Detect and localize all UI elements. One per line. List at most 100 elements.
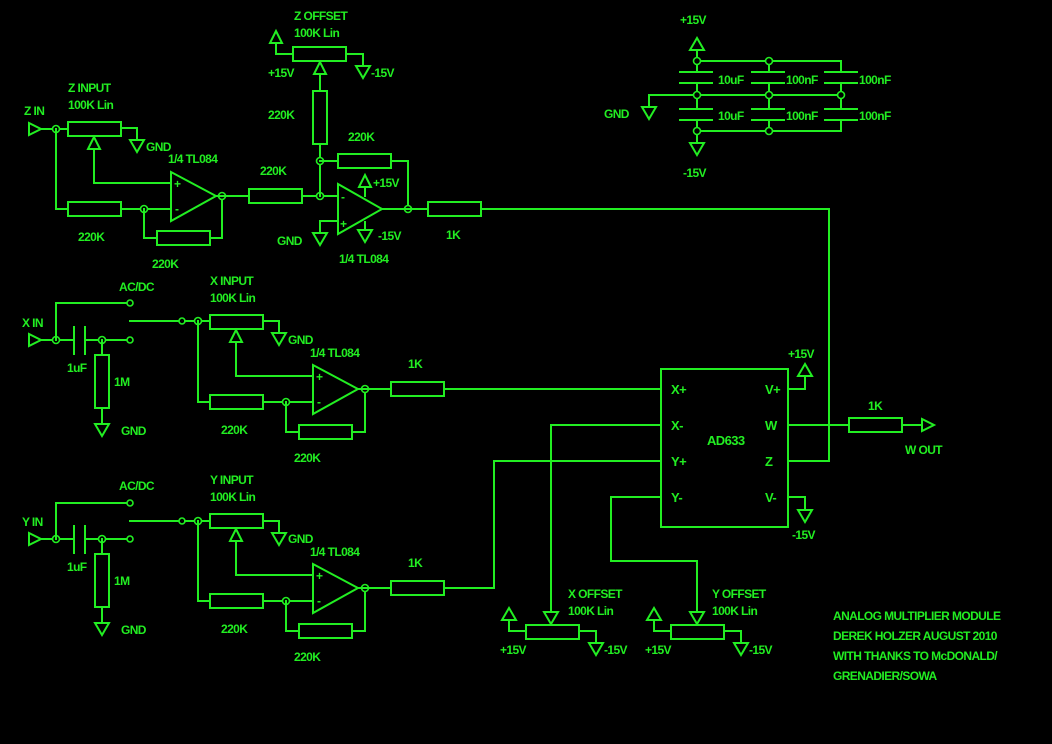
cap-10uf-top (679, 71, 713, 84)
y-offset-value: 100K Lin (712, 604, 757, 618)
z-r-fb2 (337, 153, 392, 169)
minus-sign: - (175, 202, 179, 216)
gnd-icon (93, 423, 111, 438)
vpos-icon (357, 172, 373, 188)
z-offset-pot (292, 46, 347, 62)
vpos-icon (796, 362, 814, 377)
gnd-label: GND (121, 424, 147, 438)
x-opamp (312, 363, 361, 416)
gnd-label: GND (277, 234, 303, 248)
wire (351, 587, 366, 632)
z-r-fb (156, 230, 211, 246)
vpos-icon (268, 28, 284, 44)
wire (55, 302, 128, 341)
x-offset-value: 100K Lin (568, 604, 613, 618)
minus-sign: - (341, 190, 345, 204)
wire (787, 496, 806, 511)
power-decoupling: +15V 10uF 100nF 100nF GND 10uF 100nF 100… (604, 13, 892, 180)
title-line-1: ANALOG MULTIPLIER MODULE (833, 609, 1001, 623)
x-offset-pot (525, 624, 580, 640)
x-offset-name: X OFFSET (568, 587, 623, 601)
gnd-label: GND (146, 140, 172, 154)
z-r-fb-label: 220K (152, 257, 179, 271)
cap-label: 100nF (859, 73, 891, 87)
x-r-fb (298, 424, 353, 440)
y-opamp-label: 1/4 TL084 (310, 545, 360, 559)
z-in-label: Z IN (24, 104, 44, 118)
junction (764, 56, 774, 66)
z-r-offset-label: 220K (268, 108, 295, 122)
gnd-label: GND (604, 107, 630, 121)
y-section: Y IN AC/DC 1uF 1M GND Y INPUT 100K Lin G… (22, 460, 662, 664)
z-input-pot-value: 100K Lin (68, 98, 113, 112)
switch-contact (126, 499, 134, 507)
x-input-pot-value: 100K Lin (210, 291, 255, 305)
y-in-port-icon (28, 531, 44, 547)
wire (351, 388, 366, 433)
wire (319, 220, 339, 234)
vneg-label: -15V (378, 229, 402, 243)
cap-label: 100nF (786, 73, 818, 87)
junction (764, 90, 774, 100)
switch-contact (126, 299, 134, 307)
wire-to-y-plus (443, 460, 662, 589)
wire (275, 42, 294, 55)
cap-100nf-top-2 (824, 71, 858, 84)
wire (480, 208, 830, 462)
y-input-pot (209, 513, 264, 529)
cap-label: 100nF (786, 109, 818, 123)
wiper-arrow-icon (688, 611, 706, 626)
wire (262, 320, 280, 334)
minus-sign: - (317, 594, 321, 608)
wire (209, 195, 223, 239)
wire (345, 53, 364, 67)
w-out-port-icon (921, 417, 937, 433)
y-in-label: Y IN (22, 515, 43, 529)
vneg-label: -15V (683, 166, 707, 180)
chip-label: AD633 (707, 433, 745, 448)
x-in-label: X IN (22, 316, 43, 330)
z-in-port-icon (28, 121, 44, 137)
pin-x-minus: X- (671, 418, 683, 433)
x-offset: X OFFSET 100K Lin +15V -15V (500, 587, 628, 657)
vpos-icon (688, 36, 706, 51)
gnd-label: GND (121, 623, 147, 637)
wiper-arrow-icon (542, 611, 560, 626)
junction (836, 90, 846, 100)
vneg-icon (732, 642, 750, 657)
w-out-label: W OUT (905, 443, 943, 457)
x-r-out (390, 381, 445, 397)
z-section: Z IN Z INPUT 100K Lin GND 220K 220K 1/4 … (24, 9, 830, 462)
y-r-bias (94, 553, 110, 608)
wiper-arrow-icon (228, 327, 244, 343)
x-r-bias (94, 354, 110, 409)
junction (764, 126, 774, 136)
x-section: X IN AC/DC 1uF 1M GND X INPUT 100K Lin G… (22, 274, 662, 465)
z-opamp2 (337, 182, 385, 236)
title-line-2: DEREK HOLZER AUGUST 2010 (833, 629, 998, 643)
z-r-offset (312, 90, 328, 145)
switch-contact (126, 336, 134, 344)
vpos-label: +15V (500, 643, 527, 657)
vpos-label: +15V (373, 176, 400, 190)
z-r-out-label: 1K (446, 228, 461, 242)
y-cap-label: 1uF (67, 560, 87, 574)
z-r-in-label: 220K (78, 230, 105, 244)
vneg-label: -15V (792, 528, 816, 542)
vneg-icon (688, 142, 706, 157)
z-opamp1-label: 1/4 TL084 (168, 152, 218, 166)
wiper-arrow-icon (86, 134, 102, 150)
vpos-label: +15V (680, 13, 707, 27)
w-r-out (848, 417, 903, 433)
x-cap (73, 326, 86, 355)
wire-x-minus (550, 424, 662, 613)
pin-w: W (765, 418, 778, 433)
wire (390, 160, 409, 210)
wire (578, 630, 597, 644)
pin-z: Z (765, 454, 773, 469)
y-r-in (209, 593, 264, 609)
y-offset-name: Y OFFSET (712, 587, 767, 601)
y-offset: Y OFFSET 100K Lin +15V -15V (645, 587, 773, 657)
x-opamp-label: 1/4 TL084 (310, 346, 360, 360)
y-offset-pot (670, 624, 725, 640)
